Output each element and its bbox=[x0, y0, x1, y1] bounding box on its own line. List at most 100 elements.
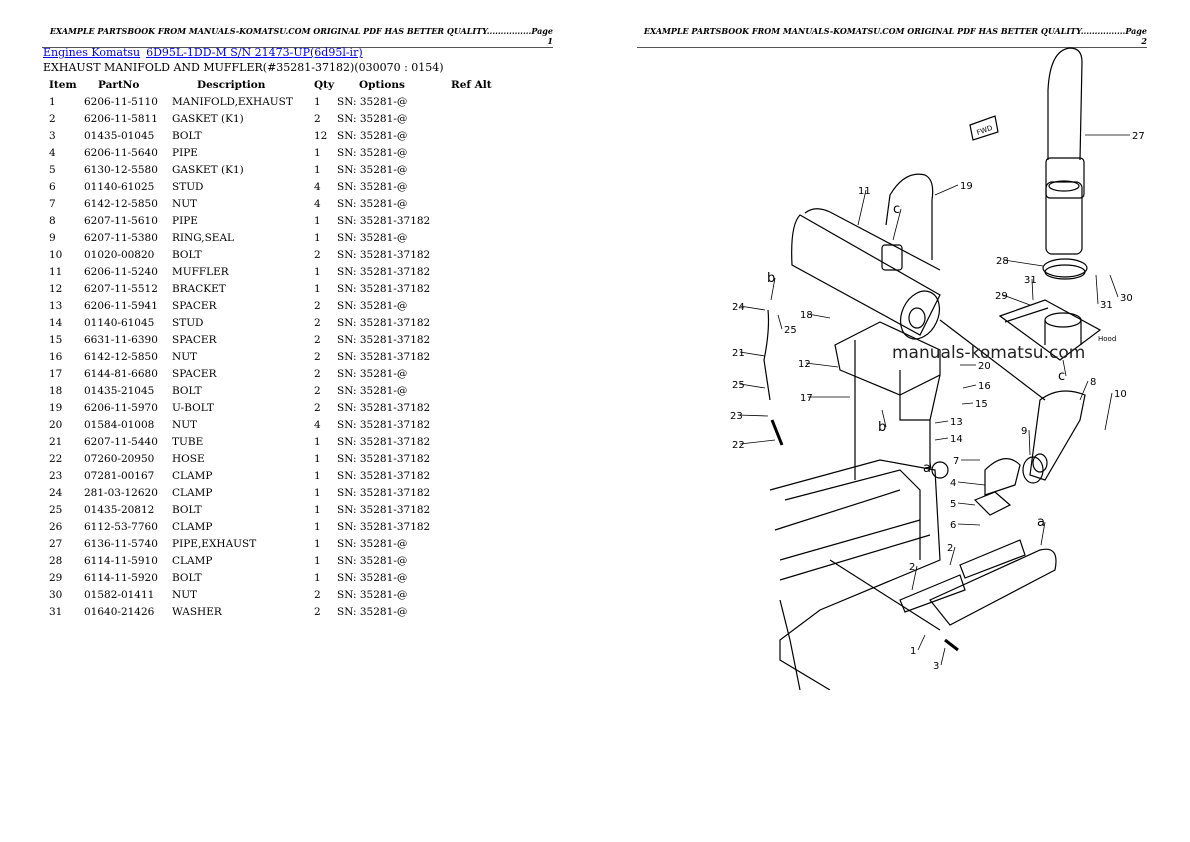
item-number: 5 bbox=[49, 163, 56, 176]
ref-alt bbox=[451, 280, 492, 297]
description: BOLT bbox=[172, 384, 202, 397]
item-number: 27 bbox=[49, 537, 63, 550]
description: CLAMP bbox=[172, 469, 213, 482]
quantity: 2 bbox=[314, 316, 321, 329]
part-number: 6207-11-5440 bbox=[84, 435, 158, 448]
breadcrumb-link-engines[interactable]: Engines Komatsu bbox=[43, 46, 141, 59]
table-header-row: Item PartNo Description Qty Options Ref … bbox=[43, 76, 492, 93]
quantity: 1 bbox=[314, 503, 321, 516]
callout-label: c bbox=[893, 202, 900, 217]
callout-leader bbox=[1104, 392, 1113, 431]
item-number: 3 bbox=[49, 129, 56, 142]
description: GASKET (K1) bbox=[172, 163, 244, 176]
callout-label: 31 bbox=[1100, 300, 1113, 311]
options: SN: 35281-37182 bbox=[337, 282, 431, 295]
callout-label: 3 bbox=[933, 661, 939, 672]
options: SN: 35281-@ bbox=[337, 554, 408, 567]
options: SN: 35281-37182 bbox=[337, 401, 431, 414]
ref-alt bbox=[451, 212, 492, 229]
col-options: Options bbox=[359, 78, 405, 91]
options: SN: 35281-@ bbox=[337, 571, 408, 584]
ref-alt bbox=[451, 552, 492, 569]
part-number: 6206-11-5240 bbox=[84, 265, 158, 278]
description: PIPE bbox=[172, 214, 198, 227]
quantity: 1 bbox=[314, 95, 321, 108]
part-number: 01435-21045 bbox=[84, 384, 155, 397]
ref-alt bbox=[451, 127, 492, 144]
gasket-2a bbox=[899, 574, 966, 613]
hood-plate bbox=[998, 299, 1102, 361]
callout-label: 4 bbox=[950, 478, 956, 489]
callout-leader bbox=[934, 184, 959, 196]
part-number: 281-03-12620 bbox=[84, 486, 158, 499]
part-number: 6114-11-5910 bbox=[84, 554, 158, 567]
description: GASKET (K1) bbox=[172, 112, 244, 125]
callout-leader bbox=[949, 546, 956, 566]
part-number: 01582-01411 bbox=[84, 588, 155, 601]
part-number: 6130-12-5580 bbox=[84, 163, 158, 176]
description: NUT bbox=[172, 350, 198, 363]
options: SN: 35281-37182 bbox=[337, 418, 431, 431]
callout-leader bbox=[1109, 274, 1119, 298]
breadcrumb-link-model[interactable]: 6D95L-1DD-M S/N 21473-UP(6d95l-ir) bbox=[146, 46, 363, 59]
quantity: 1 bbox=[314, 265, 321, 278]
hood-label: Hood bbox=[1098, 335, 1116, 343]
part-number: 6206-11-5110 bbox=[84, 95, 158, 108]
callout-leader bbox=[805, 362, 839, 368]
part-number: 6206-11-5640 bbox=[84, 146, 158, 159]
quantity: 2 bbox=[314, 248, 321, 261]
part-number: 01140-61025 bbox=[84, 180, 155, 193]
callout-label: 8 bbox=[1090, 377, 1096, 388]
item-number: 11 bbox=[49, 265, 63, 278]
callout-label: b bbox=[767, 271, 775, 286]
page-title: EXHAUST MANIFOLD AND MUFFLER(#35281-3718… bbox=[43, 61, 444, 74]
item-number: 16 bbox=[49, 350, 63, 363]
callout-leader bbox=[1079, 380, 1089, 401]
item-number: 26 bbox=[49, 520, 63, 533]
callout-leader bbox=[911, 565, 918, 591]
ref-alt bbox=[451, 433, 492, 450]
page-header-right: EXAMPLE PARTSBOOK FROM MANUALS-KOMATSU.C… bbox=[637, 26, 1147, 48]
callout-label: 31 bbox=[1024, 275, 1037, 286]
fwd-tag bbox=[969, 115, 999, 141]
callout-leader bbox=[1002, 294, 1031, 306]
ref-alt bbox=[451, 331, 492, 348]
options: SN: 35281-37182 bbox=[337, 265, 431, 278]
callout-leader bbox=[957, 502, 976, 506]
callout-label: c bbox=[1058, 369, 1065, 384]
options: SN: 35281-37182 bbox=[337, 486, 431, 499]
description: CLAMP bbox=[172, 520, 213, 533]
callout-leader bbox=[892, 208, 902, 241]
part-number: 6112-53-7760 bbox=[84, 520, 158, 533]
ref-alt bbox=[451, 144, 492, 161]
quantity: 4 bbox=[314, 180, 321, 193]
quantity: 1 bbox=[314, 571, 321, 584]
quantity: 2 bbox=[314, 350, 321, 363]
part-number: 01435-01045 bbox=[84, 129, 155, 142]
callout-label: 30 bbox=[1120, 293, 1133, 304]
quantity: 2 bbox=[314, 333, 321, 346]
callout-leader bbox=[934, 420, 949, 424]
callout-label: 18 bbox=[800, 310, 813, 321]
item-number: 14 bbox=[49, 316, 63, 329]
parts-table: Item PartNo Description Qty Options Ref … bbox=[43, 76, 492, 620]
col-item: Item bbox=[49, 78, 77, 91]
ref-alt bbox=[451, 535, 492, 552]
callout-label: 2 bbox=[947, 543, 953, 554]
ref-alt bbox=[451, 467, 492, 484]
callout-leader bbox=[737, 414, 769, 417]
part-number: 6206-11-5811 bbox=[84, 112, 158, 125]
exhaust-pipe-sleeve bbox=[1045, 157, 1085, 199]
description: HOSE bbox=[172, 452, 205, 465]
description: MUFFLER bbox=[172, 265, 229, 278]
ref-alt bbox=[451, 178, 492, 195]
